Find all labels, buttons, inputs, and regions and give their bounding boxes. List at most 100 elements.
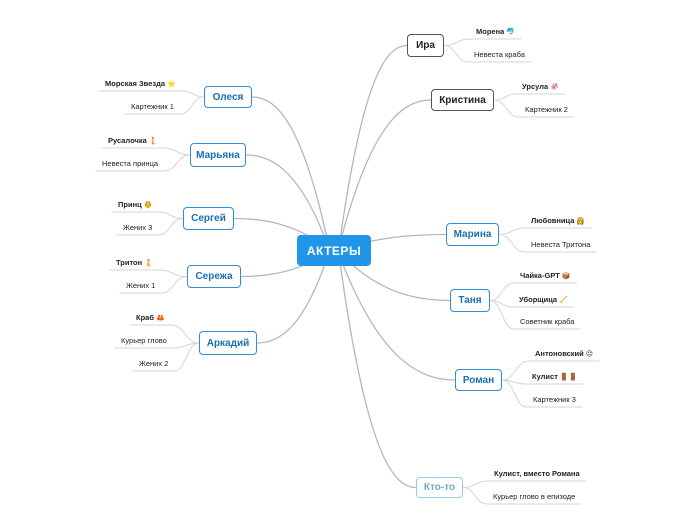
leaf-label: Невеста Тритона <box>531 240 591 249</box>
leaf-label: Любовница <box>531 216 575 225</box>
leaf-connector <box>170 324 200 344</box>
leaf-сергей-2[interactable]: Жених 3 <box>123 223 152 232</box>
branch-node-марина[interactable]: Марина <box>446 223 499 246</box>
leaf-connector <box>501 360 530 381</box>
connector-ира <box>339 44 408 241</box>
leaf-кто-то-1[interactable]: Кулист, вместо Романа <box>494 469 580 478</box>
connector-кто-то <box>339 261 417 489</box>
leaf-таня-1[interactable]: Чайка-GPT📦 <box>520 271 571 280</box>
leaf-emoji-icon: 🧜 <box>148 138 158 145</box>
leaf-connector <box>443 38 471 46</box>
leaf-emoji-icon: 👸 <box>576 218 586 225</box>
leaf-connector <box>157 211 184 219</box>
leaf-emoji-icon: 😐 <box>585 351 594 358</box>
leaf-аркадий-3[interactable]: Жених 2 <box>139 359 168 368</box>
leaf-сережа-1[interactable]: Тритон🧜 <box>116 258 153 267</box>
branch-node-таня[interactable]: Таня <box>450 289 490 312</box>
branch-node-марьяна[interactable]: Марьяна <box>190 143 246 167</box>
leaf-label: Жених 2 <box>139 359 169 368</box>
branch-node-аркадий[interactable]: Аркадий <box>199 331 257 355</box>
leaf-аркадий-2[interactable]: Курьер глово <box>121 336 167 345</box>
leaf-label: Краб <box>136 313 154 322</box>
leaf-emoji-icon: 🚪🚪 <box>559 374 578 381</box>
leaf-марина-2[interactable]: Невеста Тритона <box>531 240 590 249</box>
leaf-connector <box>158 269 188 277</box>
leaf-connector <box>157 218 184 236</box>
leaf-emoji-icon: 🐬 <box>506 29 516 36</box>
leaf-кристина-2[interactable]: Картежник 2 <box>525 105 568 114</box>
connector-олеся <box>251 96 329 244</box>
leaf-connector <box>443 45 469 63</box>
leaf-label: Кулист, вместо Романа <box>494 469 580 478</box>
leaf-label: Тритон <box>116 258 143 267</box>
leaf-label: Урсула <box>522 82 549 91</box>
leaf-label: Морена <box>476 27 505 36</box>
branch-node-сергей[interactable]: Сергей <box>183 207 234 230</box>
root-node[interactable]: АКТЕРЫ <box>297 235 371 266</box>
leaf-label: Курьер глово <box>121 336 167 345</box>
leaf-connector <box>493 99 520 118</box>
leaf-label: Картежник 1 <box>131 102 174 111</box>
leaf-connector <box>163 154 191 172</box>
branch-node-кристина[interactable]: Кристина <box>431 89 494 111</box>
leaf-label: Принц <box>118 200 142 209</box>
connector-кристина <box>339 99 432 244</box>
leaf-роман-3[interactable]: Картежник 3 <box>533 395 576 404</box>
leaf-connector <box>179 96 205 115</box>
connector-роман <box>339 256 456 381</box>
leaf-label: Морская Звезда <box>105 79 166 88</box>
leaf-олеся-1[interactable]: Морская Звезда⭐ <box>105 79 176 88</box>
leaf-emoji-icon: 🧜 <box>144 260 153 267</box>
leaf-таня-3[interactable]: Советник краба <box>520 317 574 326</box>
leaf-connector <box>173 342 200 372</box>
leaf-ира-1[interactable]: Морена🐬 <box>476 27 515 36</box>
leaf-connector <box>160 276 188 294</box>
branch-node-ира[interactable]: Ира <box>407 34 444 57</box>
leaf-label: Жених 1 <box>126 281 156 290</box>
leaf-emoji-icon: ⭐ <box>167 81 176 88</box>
leaf-connector <box>181 90 205 98</box>
leaf-connector <box>493 93 517 101</box>
leaf-сергей-1[interactable]: Принц🤴 <box>118 200 152 209</box>
leaf-аркадий-1[interactable]: Краб🦀 <box>136 313 165 322</box>
leaf-connector <box>498 234 526 253</box>
leaf-connector <box>501 379 528 408</box>
leaf-emoji-icon: 📦 <box>561 273 571 280</box>
leaf-connector <box>162 147 191 156</box>
leaf-connector <box>462 487 488 505</box>
leaf-марина-1[interactable]: Любовница👸 <box>531 216 585 225</box>
branch-node-сережа[interactable]: Сережа <box>187 265 241 288</box>
leaf-кристина-1[interactable]: Урсула🦑 <box>522 82 559 91</box>
leaf-connector <box>462 480 489 488</box>
leaf-emoji-icon: 🦀 <box>155 315 165 322</box>
leaf-label: Невеста краба <box>474 50 525 59</box>
leaf-label: Чайка-GPT <box>520 271 560 280</box>
connector-аркадий <box>256 254 329 344</box>
leaf-ира-2[interactable]: Невеста краба <box>474 50 525 59</box>
leaf-марьяна-2[interactable]: Невеста принца <box>102 159 158 168</box>
branch-node-кто-то[interactable]: Кто-то <box>416 477 463 498</box>
leaf-emoji-icon: 🧹 <box>559 297 568 304</box>
leaf-connector <box>498 227 526 235</box>
leaf-сережа-2[interactable]: Жених 1 <box>126 281 155 290</box>
leaf-connector <box>489 300 515 330</box>
leaf-label: Картежник 3 <box>533 395 576 404</box>
leaf-роман-1[interactable]: Антоновский😐 <box>535 349 593 358</box>
leaf-label: Уборщица <box>519 295 558 304</box>
leaf-label: Жених 3 <box>123 223 153 232</box>
leaf-марьяна-1[interactable]: Русалочка🧜 <box>108 136 157 145</box>
leaf-emoji-icon: 🤴 <box>143 202 153 209</box>
leaf-label: Курьер глово в епизоде <box>493 492 576 501</box>
leaf-label: Советник краба <box>520 317 575 326</box>
leaf-роман-2[interactable]: Кулист🚪🚪 <box>532 372 577 381</box>
leaf-connector <box>489 282 515 301</box>
branch-node-олеся[interactable]: Олеся <box>204 86 252 108</box>
leaf-label: Картежник 2 <box>525 105 568 114</box>
leaf-таня-2[interactable]: Уборщица🧹 <box>519 295 568 304</box>
leaf-олеся-2[interactable]: Картежник 1 <box>131 102 174 111</box>
branch-node-роман[interactable]: Роман <box>455 369 502 391</box>
leaf-кто-то-2[interactable]: Курьер глово в епизоде <box>493 492 575 501</box>
leaf-emoji-icon: 🦑 <box>550 84 559 91</box>
leaf-label: Русалочка <box>108 136 147 145</box>
